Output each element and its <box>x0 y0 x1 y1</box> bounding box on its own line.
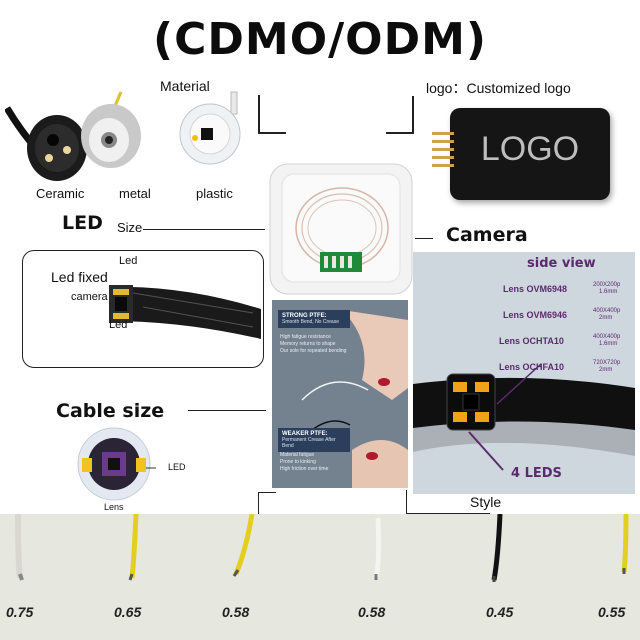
strong-ptfe-point: High fatigue resistance <box>280 334 331 340</box>
logo-caption: logo：Customized logo <box>426 80 571 96</box>
ptfe-background-image <box>272 300 408 488</box>
lens-resolution: 400X400p <box>593 334 621 340</box>
camera-heading: Camera <box>446 224 528 246</box>
lens-size: 2mm <box>599 315 613 321</box>
lens-name: Lens OCHTA10 <box>499 336 564 346</box>
wire-samples-image <box>0 514 640 640</box>
led-top-label: Led <box>119 255 138 267</box>
weak-ptfe-points: Material fatigue Prone to kinking High f… <box>280 452 350 473</box>
lens-resolution: 400X400p <box>593 308 621 314</box>
weak-ptfe-card: WEAKER PTFE: Permanent Crease After Bend <box>278 428 350 452</box>
strong-ptfe-point: Our sole for repeated bending <box>280 348 347 354</box>
led-bottom-label: Led <box>109 319 128 331</box>
camera-side-view-image <box>413 252 635 494</box>
coiled-cable-tray-image <box>269 163 413 295</box>
lens-name: Lens OVM6948 <box>503 284 568 294</box>
weak-ptfe-title: WEAKER PTFE: <box>282 431 328 437</box>
plastic-sample <box>179 91 241 165</box>
led-heading: LED <box>62 212 103 234</box>
wire-samples-strip: 0.75 0.65 0.58 0.58 0.45 0.55 <box>0 514 640 640</box>
lens-item: Lens OVM6946 400X400p 2mm <box>489 308 633 334</box>
material-samples-image <box>5 91 241 181</box>
material-metal-label: metal <box>119 186 151 201</box>
strong-ptfe-points: High fatigue resistance Memory returns t… <box>280 334 350 355</box>
camera-side-view-panel: side view Lens OVM6948 200X200p 1.6mm Le… <box>413 252 635 494</box>
lens-name: Lens OCHFA10 <box>499 362 565 372</box>
weak-ptfe-point: Prone to kinking <box>280 459 316 465</box>
metal-sample <box>81 91 141 168</box>
wire-size-label: 0.75 <box>6 604 34 620</box>
wire-size-label: 0.58 <box>222 604 250 620</box>
ptfe-comparison-panel: STRONG PTFE: Smooth Bend, No Crease High… <box>272 300 408 488</box>
four-leds-label: 4 LEDS <box>511 466 562 481</box>
strong-ptfe-title: STRONG PTFE: <box>282 313 327 319</box>
wire-size-label: 0.65 <box>114 604 142 620</box>
wire-size-label: 0.58 <box>358 604 386 620</box>
lens-item: Lens OVM6948 200X200p 1.6mm <box>489 282 633 308</box>
wire-size-label: 0.45 <box>486 604 514 620</box>
weak-ptfe-point: Material fatigue <box>280 452 315 458</box>
strong-ptfe-subtitle: Smooth Bend, No Crease <box>282 319 339 325</box>
lens-resolution: 720X720p <box>593 360 621 366</box>
wire-size-label: 0.55 <box>598 604 626 620</box>
led-camera-label: camera <box>71 291 108 303</box>
lens-resolution: 200X200p <box>593 282 621 288</box>
led-diagram-box: Led fixed camera Led Led <box>22 250 264 368</box>
logo-module: LOGO <box>450 108 610 200</box>
material-heading: Material <box>160 78 210 94</box>
led-cable-image <box>109 285 261 339</box>
material-plastic-label: plastic <box>196 186 233 201</box>
ceramic-sample <box>5 106 87 181</box>
led-fixed-label: Led fixed <box>51 269 108 285</box>
material-ceramic-label: Ceramic <box>36 186 85 201</box>
page-title: (CDMO/ODM) <box>152 14 487 65</box>
weak-ptfe-point: High friction over time <box>280 466 329 472</box>
cable-size-heading: Cable size <box>56 400 165 422</box>
lens-size: 2mm <box>599 367 613 373</box>
cable-led-label: LED <box>168 462 186 472</box>
cable-end-image <box>77 427 156 501</box>
lens-item: Lens OCHTA10 400X400p 1.6mm <box>489 334 633 360</box>
lens-size: 1.6mm <box>599 289 618 295</box>
style-label: Style <box>470 494 502 510</box>
logo-module-pins <box>432 132 454 167</box>
camera-side-view-label: side view <box>527 256 596 271</box>
strong-ptfe-point: Memory returns to shape <box>280 341 336 347</box>
cable-lens-label: Lens <box>104 502 124 512</box>
weak-ptfe-subtitle: Permanent Crease After Bend <box>282 437 336 449</box>
lens-item: Lens OCHFA10 720X720p 2mm <box>489 360 633 386</box>
lens-size: 1.6mm <box>599 341 618 347</box>
strong-ptfe-card: STRONG PTFE: Smooth Bend, No Crease <box>278 310 350 328</box>
logo-text: LOGO <box>480 130 580 168</box>
led-size-label: Size <box>117 220 143 235</box>
lens-name: Lens OVM6946 <box>503 310 568 320</box>
